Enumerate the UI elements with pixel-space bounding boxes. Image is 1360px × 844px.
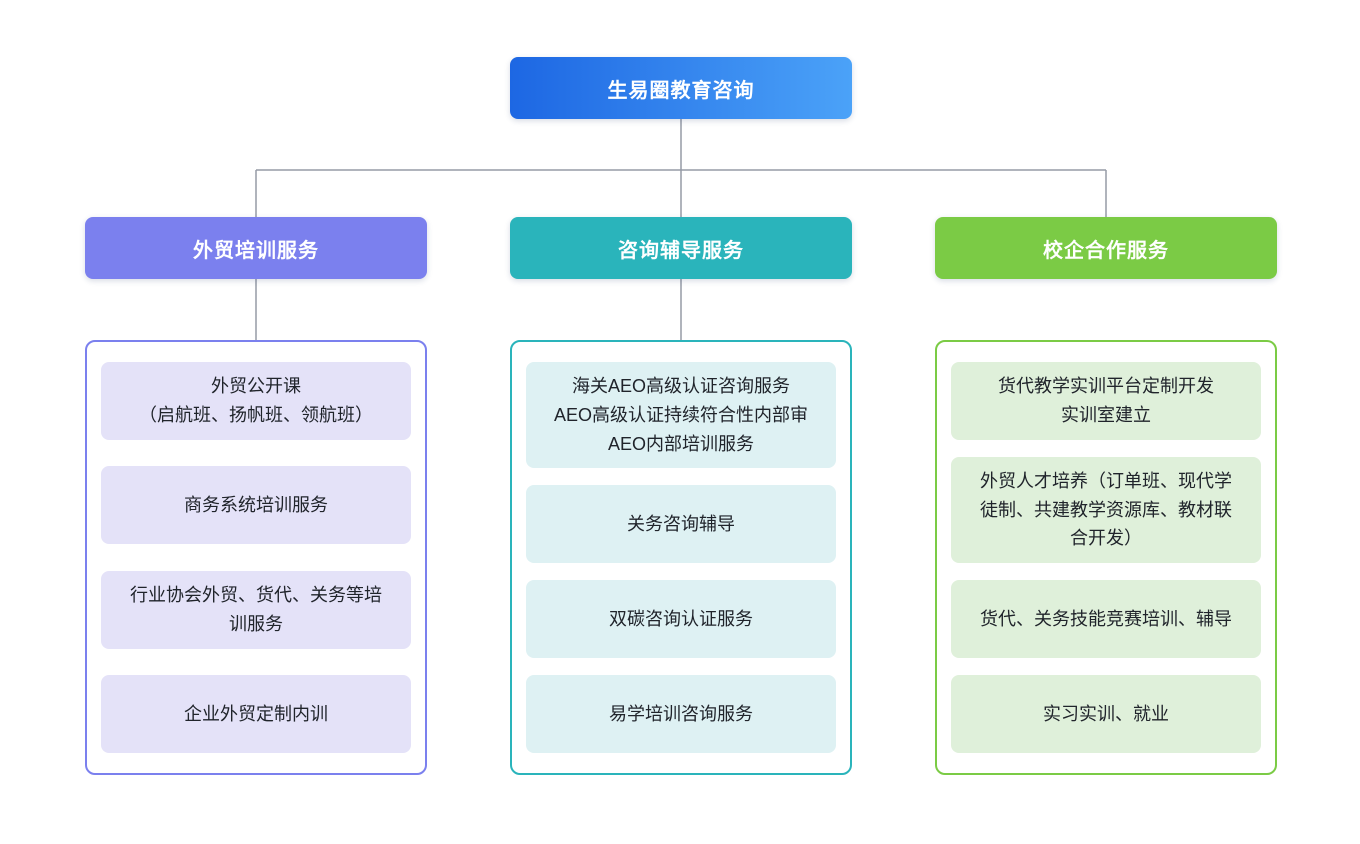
root-node-label: 生易圈教育咨询: [607, 79, 755, 102]
service-item: 外贸公开课 （启航班、扬帆班、领航班）: [101, 362, 411, 440]
branch-header-school-enterprise: 校企合作服务: [935, 217, 1277, 279]
branch-container-trade-training: 外贸公开课 （启航班、扬帆班、领航班） 商务系统培训服务 行业协会外贸、货代、关…: [85, 340, 427, 775]
service-item: 实习实训、就业: [951, 674, 1261, 753]
branch-header-label: 外贸培训服务: [193, 239, 319, 262]
service-item: 商务系统培训服务: [101, 466, 411, 545]
service-item: 行业协会外贸、货代、关务等培训服务: [101, 570, 411, 649]
service-item: 货代教学实训平台定制开发 实训室建立: [951, 362, 1261, 440]
service-item: 海关AEO高级认证咨询服务 AEO高级认证持续符合性内部审 AEO内部培训服务: [526, 362, 836, 469]
service-item: 外贸人才培养（订单班、现代学徒制、共建教学资源库、教材联合开发）: [951, 456, 1261, 564]
service-item: 货代、关务技能竞赛培训、辅导: [951, 580, 1261, 659]
root-node: 生易圈教育咨询: [510, 57, 852, 119]
branch-header-consulting: 咨询辅导服务: [510, 217, 852, 279]
branch-header-label: 校企合作服务: [1043, 239, 1169, 262]
service-item: 双碳咨询认证服务: [526, 580, 836, 659]
branch-container-consulting: 海关AEO高级认证咨询服务 AEO高级认证持续符合性内部审 AEO内部培训服务 …: [510, 340, 852, 775]
service-item: 易学培训咨询服务: [526, 674, 836, 753]
service-item: 关务咨询辅导: [526, 485, 836, 564]
service-item: 企业外贸定制内训: [101, 674, 411, 753]
branch-container-school-enterprise: 货代教学实训平台定制开发 实训室建立 外贸人才培养（订单班、现代学徒制、共建教学…: [935, 340, 1277, 775]
branch-header-label: 咨询辅导服务: [618, 239, 744, 262]
branch-header-trade-training: 外贸培训服务: [85, 217, 427, 279]
